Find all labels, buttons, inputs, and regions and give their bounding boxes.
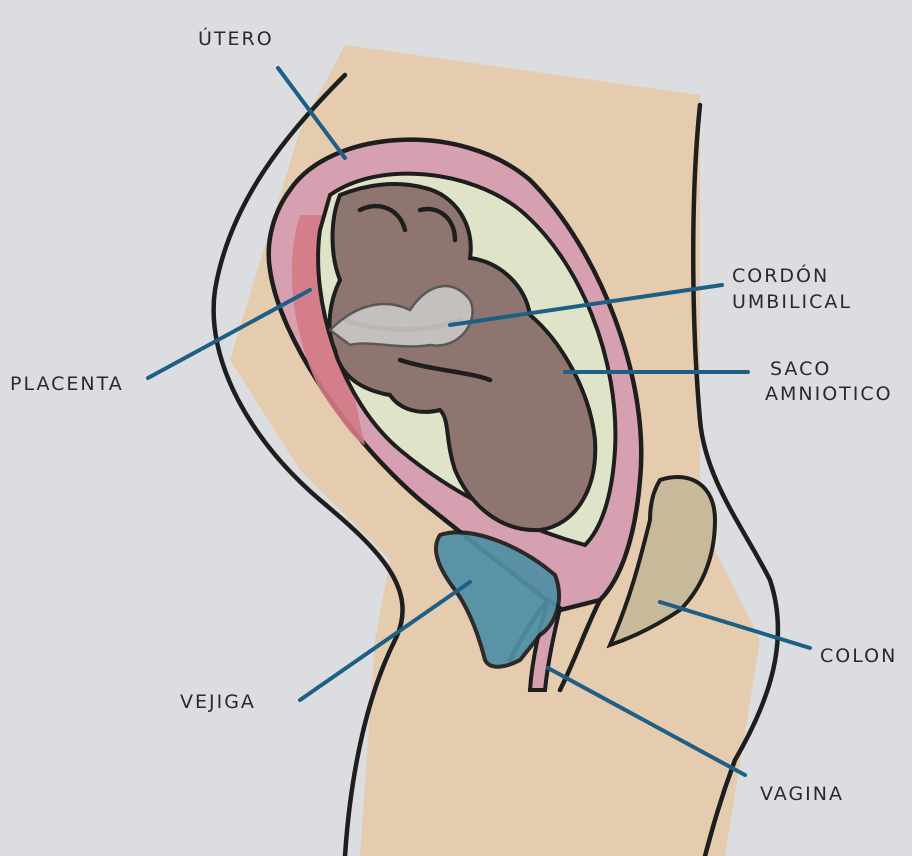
label-vagina: VAGINA xyxy=(760,783,844,805)
label-saco-line2: AMNIOTICO xyxy=(765,383,893,405)
label-vejiga: VEJIGA xyxy=(180,691,256,713)
label-cordon-line2: UMBILICAL xyxy=(732,291,852,313)
label-colon: COLON xyxy=(820,645,897,667)
label-cordon-line1: CORDÓN xyxy=(732,263,829,287)
label-placenta: PLACENTA xyxy=(10,373,124,395)
label-utero: ÚTERO xyxy=(198,26,274,50)
label-saco-line1: SACO xyxy=(770,358,831,380)
